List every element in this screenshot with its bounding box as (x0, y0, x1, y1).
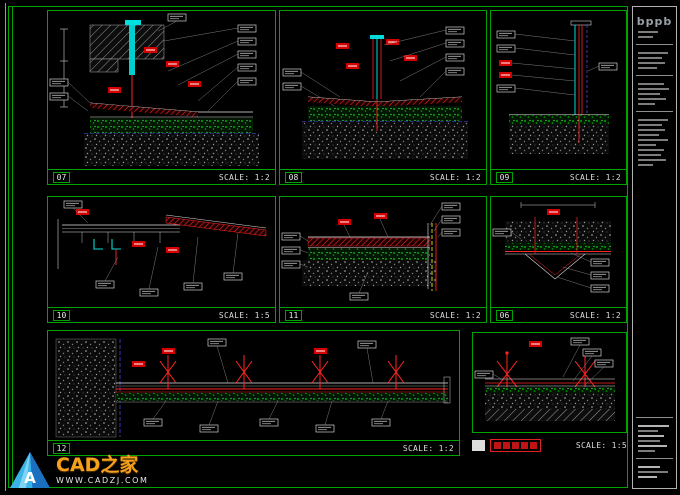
detail-number: 06 (496, 309, 513, 321)
detail-number: 07 (53, 171, 70, 183)
detail-panel-07: 07 SCALE: 1:2 (47, 10, 276, 185)
watermark-site: WWW.CADZJ.COM (56, 476, 149, 485)
detail-drawing-12 (55, 338, 451, 438)
cadzj-watermark: A CAD之家 WWW.CADZJ.COM (10, 452, 149, 488)
watermark-brand: CAD之家 (56, 454, 139, 476)
scale-label: SCALE: 1:2 (569, 172, 621, 182)
detail-number: 09 (496, 171, 513, 183)
detail-drawing-section (474, 337, 615, 421)
sheet-border (8, 6, 628, 488)
detail-drawing-08 (282, 26, 468, 159)
scale-label: SCALE: 1:2 (429, 310, 481, 320)
detail-panel-10: 10 SCALE: 1:5 (47, 196, 276, 323)
section-panel-footer: SCALE: 1:5 (472, 439, 627, 452)
scale-label: SCALE: 1:5 (575, 441, 627, 450)
detail-drawing-10 (57, 200, 267, 297)
detail-panel-section (472, 332, 627, 433)
scale-label: SCALE: 1:2 (402, 443, 454, 453)
detail-title-cn (490, 439, 541, 452)
company-logo: bppb (636, 15, 673, 28)
detail-drawing-11 (281, 202, 461, 301)
sheet-binding-line (12, 6, 13, 488)
detail-panel-06: 06 SCALE: 1:2 (490, 196, 627, 323)
detail-panel-08: 08 SCALE: 1:2 (279, 10, 487, 185)
title-block: bppb (632, 6, 677, 489)
sheet-margin-line (5, 3, 6, 491)
detail-drawing-07 (49, 13, 259, 166)
detail-number (472, 440, 485, 451)
detail-drawing-06 (492, 202, 611, 293)
detail-panel-11: 11 SCALE: 1:2 (279, 196, 487, 323)
scale-label: SCALE: 1:2 (429, 172, 481, 182)
detail-number: 11 (285, 309, 302, 321)
detail-number: 12 (53, 442, 70, 454)
detail-number: 10 (53, 309, 70, 321)
detail-panel-09: 09 SCALE: 1:2 (490, 10, 627, 185)
cadzj-logo-icon: A (10, 452, 50, 488)
detail-number: 08 (285, 171, 302, 183)
scale-label: SCALE: 1:2 (218, 172, 270, 182)
logo-letter: A (24, 469, 36, 487)
watermark-text: CAD之家 WWW.CADZJ.COM (56, 455, 149, 485)
detail-panel-12: 12 SCALE: 1:2 (47, 330, 460, 456)
scale-label: SCALE: 1:5 (218, 310, 270, 320)
scale-label: SCALE: 1:2 (569, 310, 621, 320)
detail-drawing-09 (496, 20, 618, 154)
